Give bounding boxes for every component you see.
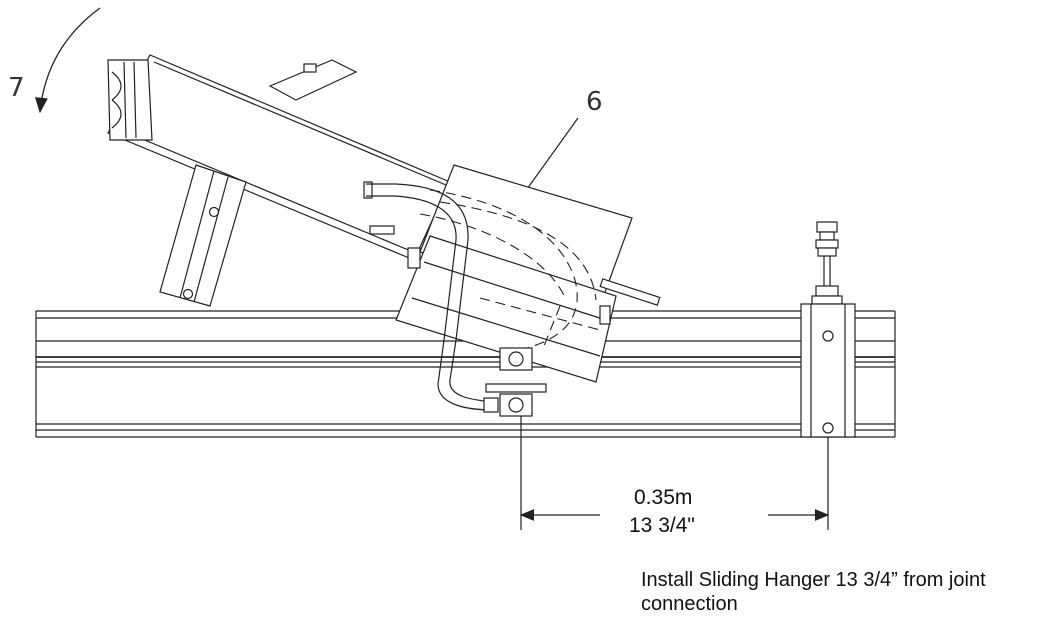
joint-clamp: [483, 347, 547, 417]
hidden-pipes: [419, 189, 601, 351]
part-number-callout: 6: [586, 87, 603, 117]
step-number-callout: 7: [8, 73, 25, 103]
dimension-lines: [519, 416, 830, 530]
dimension-imperial: 13 3/4": [629, 514, 695, 537]
sliding-hanger: [800, 221, 856, 438]
rotation-arrow: [34, 7, 101, 114]
instruction-note: Install Sliding Hanger 13 3/4” from join…: [641, 569, 986, 615]
pipe: [363, 181, 495, 411]
dimension-metric: 0.35m: [634, 486, 692, 509]
joint-housing: [107, 54, 661, 383]
